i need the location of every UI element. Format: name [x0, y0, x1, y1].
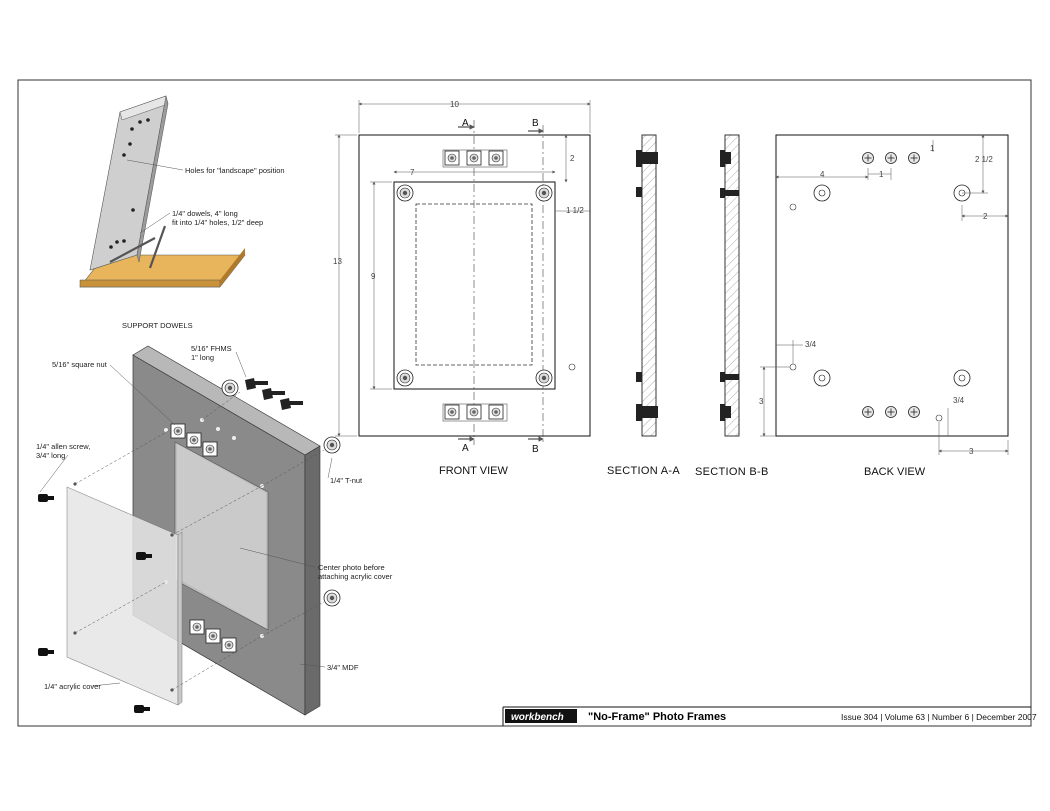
title-block — [502, 706, 1031, 726]
back-dim-3-4-right: 3/4 — [953, 396, 965, 405]
back-view-caption: BACK VIEW — [864, 466, 926, 478]
label-square-nut: 5/16" square nut — [52, 360, 108, 369]
support-dowels-illustration — [79, 95, 246, 288]
label-dowels-2: fit into 1/4" holes, 1/2" deep — [172, 218, 263, 227]
cut-a-top: A — [462, 118, 469, 129]
back-view — [760, 134, 1009, 455]
front-dim-width: 10 — [450, 100, 459, 109]
cut-b-top: B — [532, 118, 539, 129]
sheet-border — [17, 79, 1032, 727]
section-a-a — [636, 134, 658, 437]
label-acrylic: 1/4" acrylic cover — [44, 682, 101, 691]
front-dim-side: 1 1/2 — [566, 206, 584, 215]
front-dim-inner-height: 9 — [371, 272, 376, 281]
section-a-caption: SECTION A-A — [607, 465, 680, 477]
cut-a-bottom: A — [462, 443, 469, 454]
front-dim-height: 13 — [333, 257, 342, 266]
cut-b-bottom: B — [532, 444, 539, 455]
front-view-caption: FRONT VIEW — [439, 465, 508, 477]
workbench-logo — [505, 709, 577, 723]
label-allen-2: 3/4" long — [36, 451, 65, 460]
label-fhms-2: 1" long — [191, 353, 214, 362]
back-dim-2-1-2: 2 1/2 — [975, 155, 993, 164]
label-landscape-holes: Holes for "landscape" position — [185, 166, 285, 175]
front-view — [335, 100, 591, 445]
label-mdf: 3/4" MDF — [327, 663, 359, 672]
label-dowels-1: 1/4" dowels, 4" long — [172, 209, 238, 218]
exploded-assembly — [38, 345, 341, 716]
back-dim-1-top: 1 — [930, 144, 935, 153]
back-dim-2: 2 — [983, 212, 988, 221]
workbench-logo-text: workbench — [511, 712, 564, 723]
front-dim-top: 2 — [570, 154, 575, 163]
issue-info: Issue 304 | Volume 63 | Number 6 | Decem… — [841, 712, 1037, 722]
back-dim-1-mid: 1 — [879, 170, 884, 179]
label-center-2: attaching acrylic cover — [318, 572, 393, 581]
section-b-b — [720, 134, 740, 437]
label-fhms-1: 5/16" FHMS — [191, 344, 232, 353]
back-dim-3-left: 3 — [759, 397, 764, 406]
label-center-1: Center photo before — [318, 563, 385, 572]
back-dim-3-bottom: 3 — [969, 447, 974, 456]
back-dim-4: 4 — [820, 170, 825, 179]
section-b-caption: SECTION B-B — [695, 466, 769, 478]
support-dowels-caption: SUPPORT DOWELS — [122, 321, 193, 330]
front-dim-inner-width: 7 — [410, 168, 415, 177]
label-tnut: 1/4" T-nut — [330, 476, 363, 485]
label-allen-1: 1/4" allen screw, — [36, 442, 90, 451]
document-title: "No-Frame" Photo Frames — [588, 711, 726, 723]
back-dim-3-4-left: 3/4 — [805, 340, 817, 349]
